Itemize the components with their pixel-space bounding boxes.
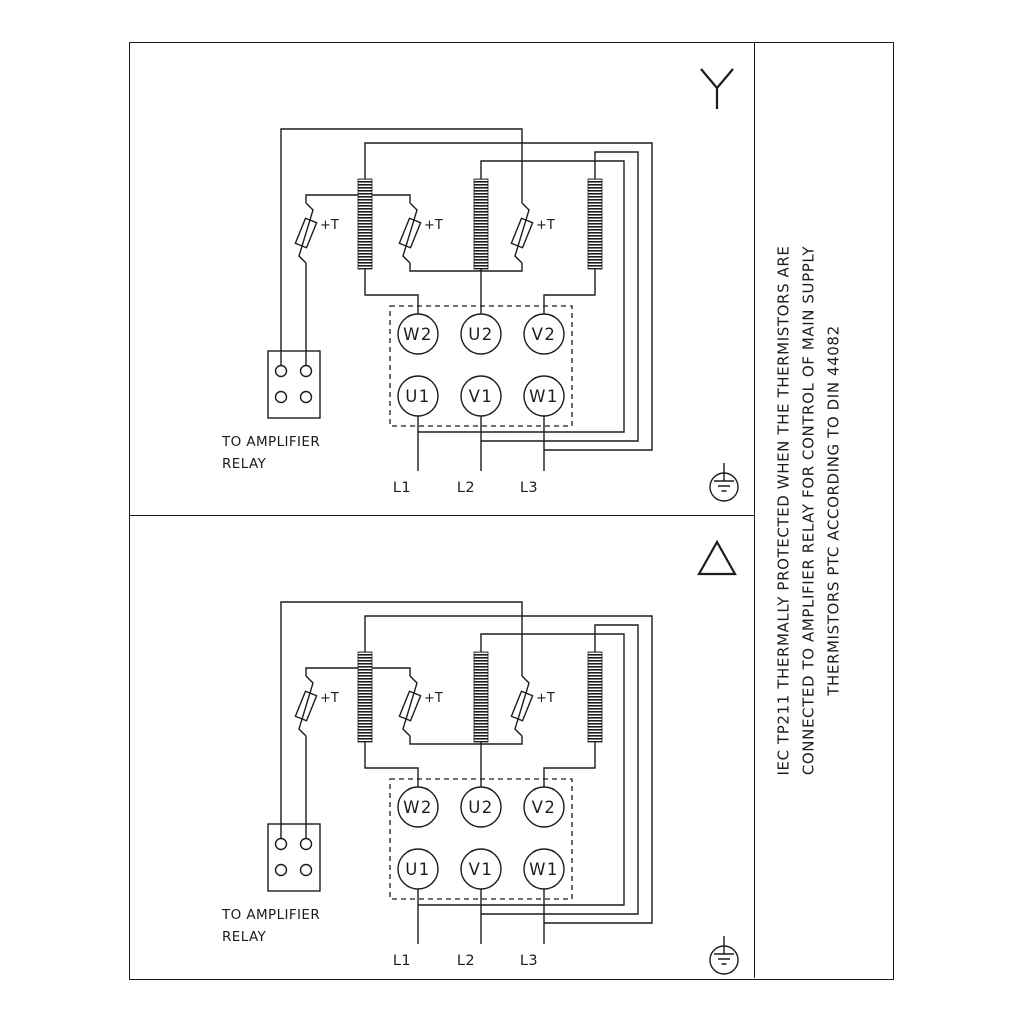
delta-wiring-diagram bbox=[220, 539, 739, 975]
delta-connection-panel bbox=[130, 516, 755, 978]
side-note-strip: IEC TP211 THERMALLY PROTECTED WHEN THE T… bbox=[755, 43, 891, 978]
star-wiring-diagram bbox=[220, 68, 739, 502]
star-connection-panel bbox=[130, 43, 755, 516]
star-connection-icon bbox=[700, 68, 734, 109]
side-note-line: IEC TP211 THERMALLY PROTECTED WHEN THE T… bbox=[774, 245, 793, 776]
drawing-frame: IEC TP211 THERMALLY PROTECTED WHEN THE T… bbox=[129, 42, 894, 980]
side-note-line: CONNECTED TO AMPLIFIER RELAY FOR CONTROL… bbox=[799, 245, 818, 776]
side-note-line: THERMISTORS PTC ACCORDING TO DIN 44082 bbox=[824, 325, 843, 696]
delta-connection-icon bbox=[697, 539, 737, 576]
side-note-text: IEC TP211 THERMALLY PROTECTED WHEN THE T… bbox=[772, 245, 847, 775]
